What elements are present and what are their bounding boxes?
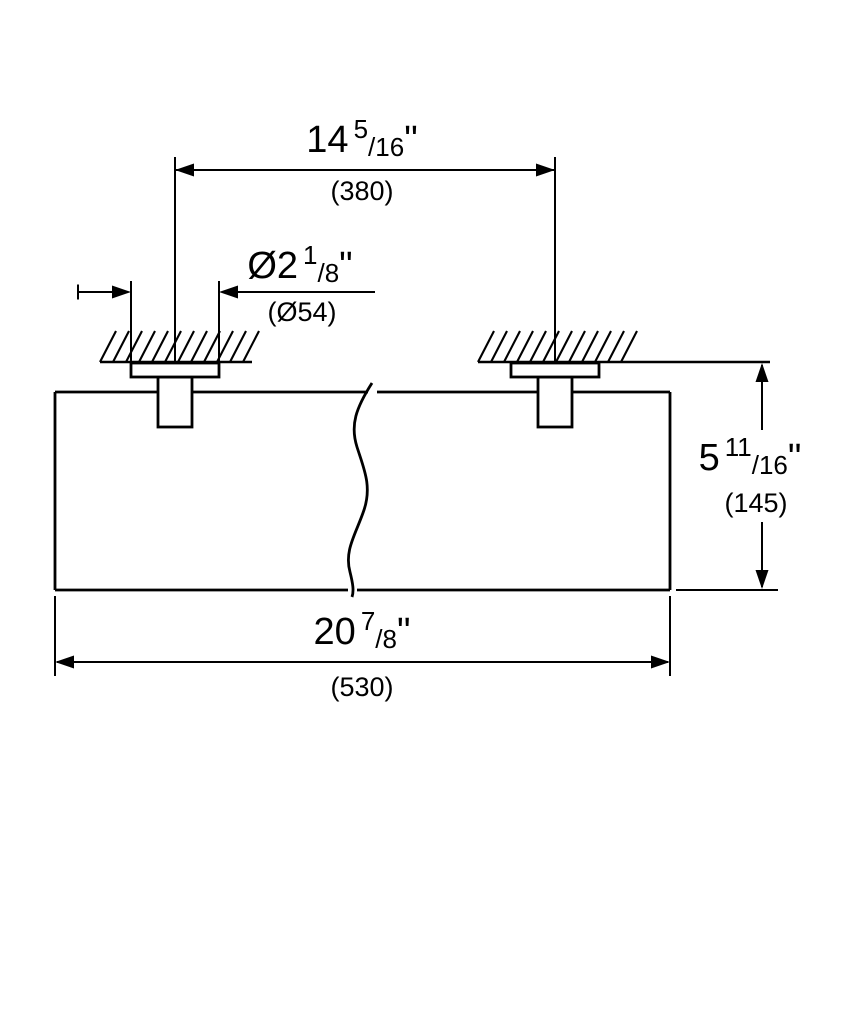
shelf-outline xyxy=(53,390,672,592)
wall-hatch-left xyxy=(99,330,260,363)
break-line xyxy=(347,382,374,598)
dim-arrow-up xyxy=(755,363,769,382)
dim-arrow-left-pointing xyxy=(219,285,238,299)
bracket-stem-right xyxy=(536,375,574,429)
wall-hatch-right xyxy=(477,330,638,363)
dim-arrow-down xyxy=(755,570,769,589)
dim-arrow-right xyxy=(536,163,555,177)
bracket-flange-left xyxy=(129,361,221,379)
dim-arrow-left xyxy=(175,163,194,177)
shelf xyxy=(53,382,672,598)
bracket-stem-left xyxy=(156,375,194,429)
dim-diameter-metric: (Ø54) xyxy=(267,297,336,327)
dim-width-metric: (530) xyxy=(330,672,393,702)
bracket-flange-right xyxy=(509,361,601,379)
dim-spacing-metric: (380) xyxy=(330,176,393,206)
dim-arrow-right xyxy=(651,655,670,669)
brackets xyxy=(129,361,601,429)
wall-mounting-surface xyxy=(99,330,770,364)
dim-arrow-right-pointing xyxy=(112,285,131,299)
dim-arrow-left xyxy=(55,655,74,669)
dim-height-metric: (145) xyxy=(724,488,787,518)
